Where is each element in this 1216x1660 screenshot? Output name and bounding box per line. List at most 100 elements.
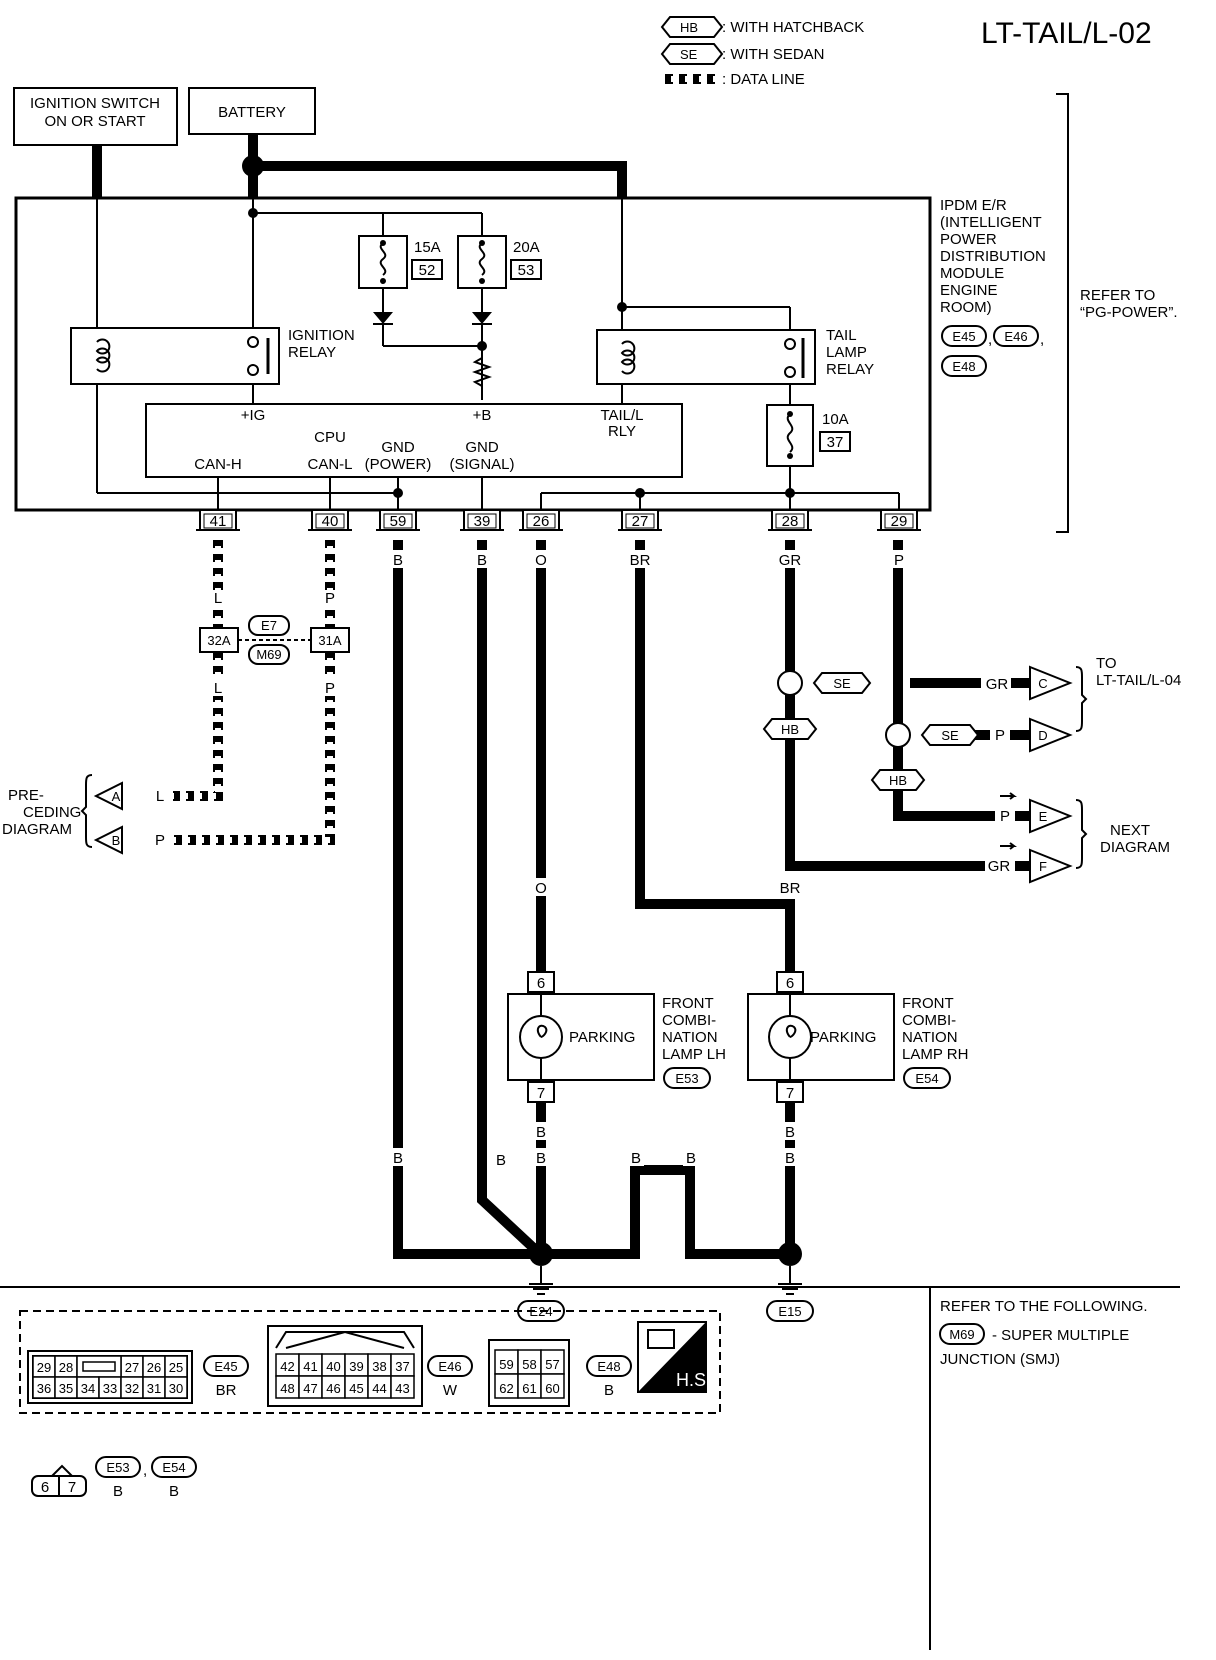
svg-text:29: 29 (891, 513, 908, 530)
battery-label: BATTERY (218, 104, 286, 121)
svg-text:F: F (1039, 859, 1047, 874)
legend-se-tag: SE (680, 47, 698, 62)
svg-text:43: 43 (395, 1381, 409, 1396)
svg-text:PARKING: PARKING (810, 1029, 876, 1046)
svg-text:B: B (496, 1152, 506, 1169)
cpu-canl: CAN-L (307, 456, 352, 473)
svg-text:E54: E54 (162, 1460, 185, 1475)
svg-text:A: A (112, 789, 121, 804)
svg-text:27: 27 (632, 513, 649, 530)
connector-panel (19, 1310, 721, 1414)
svg-text:46: 46 (326, 1381, 340, 1396)
cpu-gndp2: (POWER) (365, 456, 432, 473)
ipdm-conn-e45: E45 (952, 329, 975, 344)
diode-52 (373, 312, 393, 324)
ignition-relay-label1: IGNITION (288, 327, 355, 344)
svg-text:B: B (393, 1150, 403, 1167)
svg-text:25: 25 (169, 1360, 183, 1375)
svg-text:62: 62 (499, 1381, 513, 1396)
wire-p28-color: GR (779, 552, 802, 569)
svg-text:NATION: NATION (662, 1029, 718, 1046)
cpu-tail1: TAIL/L (600, 407, 643, 424)
ignition-switch-line1: IGNITION SWITCH (30, 95, 160, 112)
svg-text:P: P (995, 727, 1005, 744)
battery-box (188, 87, 316, 135)
svg-text:B: B (169, 1483, 179, 1500)
svg-text:(INTELLIGENT: (INTELLIGENT (940, 214, 1042, 231)
ipdm-pin-29: 29 (877, 509, 921, 531)
tag-se-1: SE (833, 676, 851, 691)
cpu-gnds2: (SIGNAL) (449, 456, 514, 473)
next-diagram: P E GR F NEXT DIAGRAM (985, 792, 1170, 884)
svg-text:,: , (143, 1462, 147, 1479)
svg-text:DIAGRAM: DIAGRAM (2, 821, 72, 838)
svg-text:PARKING: PARKING (569, 1029, 635, 1046)
legend-se-text: : WITH SEDAN (722, 46, 825, 63)
svg-text:44: 44 (372, 1381, 386, 1396)
fuse-53: 20A 53 (457, 235, 542, 289)
svg-text:6: 6 (786, 975, 794, 992)
svg-text:GR: GR (988, 858, 1011, 875)
diagram-title: LT-TAIL/L-02 (981, 17, 1152, 50)
svg-text:38: 38 (372, 1359, 386, 1374)
legend-data-text: : DATA LINE (722, 71, 805, 88)
svg-text:H.S.: H.S. (676, 1370, 711, 1390)
svg-text:40: 40 (322, 513, 339, 530)
fuse-37: 10A 37 (766, 404, 851, 467)
svg-text:39: 39 (349, 1359, 363, 1374)
svg-text:41: 41 (303, 1359, 317, 1374)
legend-hb-tag: HB (680, 20, 698, 35)
front-combination-lamp-rh: 6 PARKING 7 FRONT COMBI- NATION LAMP RH … (747, 971, 968, 1103)
svg-text:48: 48 (280, 1381, 294, 1396)
ground-splice-e24 (529, 1242, 553, 1266)
fuse-52-amp: 15A (414, 239, 441, 256)
svg-text:C: C (1038, 676, 1047, 691)
junction-m69: M69 (256, 647, 281, 662)
fuse-53-amp: 20A (513, 239, 540, 256)
wire-p39-color: B (477, 552, 487, 569)
ignition-relay: IGNITION RELAY (70, 327, 355, 385)
battery-splice (242, 155, 264, 177)
svg-text:58: 58 (522, 1357, 536, 1372)
svg-text:W: W (443, 1382, 458, 1399)
svg-text:32: 32 (125, 1381, 139, 1396)
tail-relay-label2: LAMP (826, 344, 867, 361)
svg-text:B: B (604, 1382, 614, 1399)
cpu-b: +B (473, 407, 492, 424)
fuse-52: 15A 52 (358, 235, 443, 289)
svg-text:IPDM E/R: IPDM E/R (940, 197, 1007, 214)
svg-text:59: 59 (499, 1357, 513, 1372)
svg-text:59: 59 (390, 513, 407, 530)
svg-text:7: 7 (786, 1085, 794, 1102)
tag-se-2: SE (941, 728, 959, 743)
svg-text:30: 30 (169, 1381, 183, 1396)
ipdm-pin-28: 28 (768, 509, 812, 531)
junction-31a-label: 31A (318, 633, 341, 648)
svg-text:27: 27 (125, 1360, 139, 1375)
wire-p40-color: P (325, 590, 335, 607)
svg-text:CEDING: CEDING (23, 804, 81, 821)
svg-text:40: 40 (326, 1359, 340, 1374)
svg-text:B: B (686, 1150, 696, 1167)
svg-text:BR: BR (216, 1382, 237, 1399)
svg-text:7: 7 (68, 1479, 76, 1496)
svg-text:P: P (155, 832, 165, 849)
junction-e7: E7 (261, 618, 277, 633)
svg-text:,: , (988, 331, 992, 348)
legend-hb-hex (660, 16, 724, 38)
svg-text:35: 35 (59, 1381, 73, 1396)
resistor-symbol (472, 357, 492, 387)
connector-e53-e54: 6 7 E53 , E54 B B (31, 1456, 197, 1500)
svg-text:E53: E53 (106, 1460, 129, 1475)
svg-text:GR: GR (986, 676, 1009, 693)
ipdm-conn-e46: E46 (1004, 329, 1027, 344)
svg-text:45: 45 (349, 1381, 363, 1396)
cpu-gnds1: GND (465, 439, 499, 456)
wire-p27-color: BR (630, 552, 651, 569)
lamp-rh-conn: E54 (915, 1071, 938, 1086)
svg-text:E46: E46 (438, 1359, 461, 1374)
svg-text:MODULE: MODULE (940, 265, 1004, 282)
